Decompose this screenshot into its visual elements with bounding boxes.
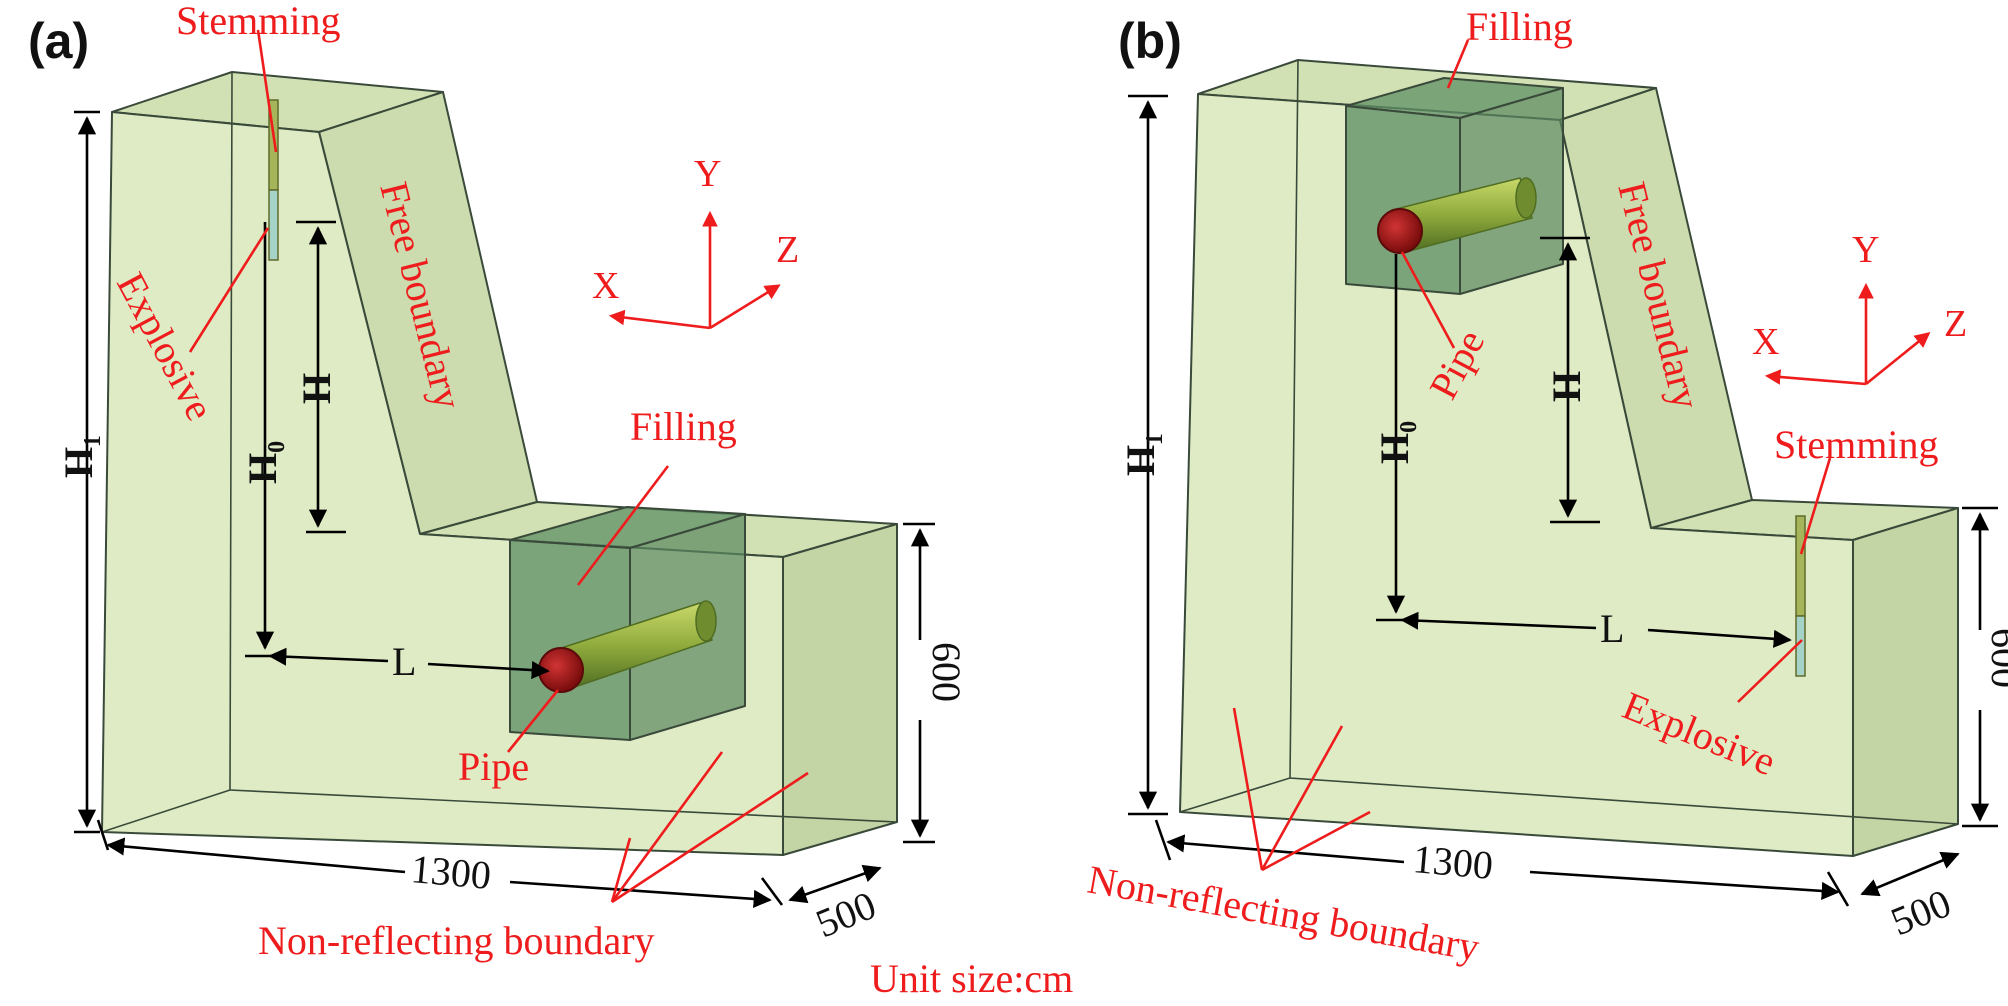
panel-a-pipe bbox=[538, 600, 717, 693]
panel-b-axis-y: Y bbox=[1852, 229, 1879, 271]
panel-b-h1-label: H₁ bbox=[1118, 433, 1163, 476]
panel-b-filling-label: Filling bbox=[1466, 4, 1573, 49]
panel-a-stemming-label: Stemming bbox=[176, 0, 340, 43]
panel-a-axis-x: X bbox=[592, 265, 619, 307]
panel-b-h0-label: H₀ bbox=[1372, 421, 1417, 464]
panel-b-axes-triad bbox=[1764, 282, 1931, 386]
panel-b-borehole bbox=[1795, 515, 1806, 677]
panel-b-annotations bbox=[1232, 39, 1832, 872]
panel-b-500-label: 500 bbox=[1885, 880, 1957, 944]
panel-a-600-label: 600 bbox=[924, 642, 969, 702]
panel-b-1300-label: 1300 bbox=[1411, 836, 1495, 888]
panel-a-axes-triad bbox=[608, 210, 781, 330]
panel-b-axis-z: Z bbox=[1944, 303, 1967, 345]
panel-b-filling-block bbox=[1345, 77, 1564, 295]
panel-a: (a) bbox=[28, 0, 969, 963]
panel-b-axis-x: X bbox=[1752, 321, 1779, 363]
panel-a-rock-model bbox=[101, 71, 898, 856]
panel-b-pipe-end bbox=[1377, 208, 1423, 254]
panel-a-axis-z: Z bbox=[776, 229, 799, 271]
unit-note: Unit size:cm bbox=[870, 956, 1073, 1001]
panel-a-l-label: L bbox=[392, 639, 416, 684]
panel-a-h0-label: H₀ bbox=[240, 441, 285, 484]
panel-a-non-reflecting-label: Non-reflecting boundary bbox=[258, 918, 655, 963]
panel-a-annotations bbox=[188, 29, 809, 904]
panel-a-pipe-label: Pipe bbox=[458, 744, 529, 789]
panel-b-pipe bbox=[1377, 177, 1537, 254]
panel-b-h-label: H bbox=[1544, 371, 1589, 402]
panel-b-label: (b) bbox=[1118, 13, 1182, 69]
panel-a-dimensions bbox=[74, 110, 935, 908]
panel-a-500-label: 500 bbox=[810, 882, 882, 946]
panel-a-label: (a) bbox=[28, 13, 89, 69]
panel-a-axis-y: Y bbox=[694, 153, 721, 195]
panel-b-stemming-label: Stemming bbox=[1774, 422, 1938, 467]
panel-a-borehole bbox=[268, 99, 279, 261]
panel-b-l-label: L bbox=[1600, 606, 1624, 651]
panel-a-h1-label: H₁ bbox=[56, 435, 101, 478]
panel-b: (b) bbox=[1084, 4, 2008, 970]
panel-b-dimensions bbox=[1128, 94, 1998, 907]
panel-a-filling-label: Filling bbox=[630, 404, 737, 449]
panel-b-600-label: 600 bbox=[1983, 628, 2008, 688]
panel-a-1300-label: 1300 bbox=[409, 846, 493, 898]
panel-a-h-label: H bbox=[294, 373, 339, 404]
